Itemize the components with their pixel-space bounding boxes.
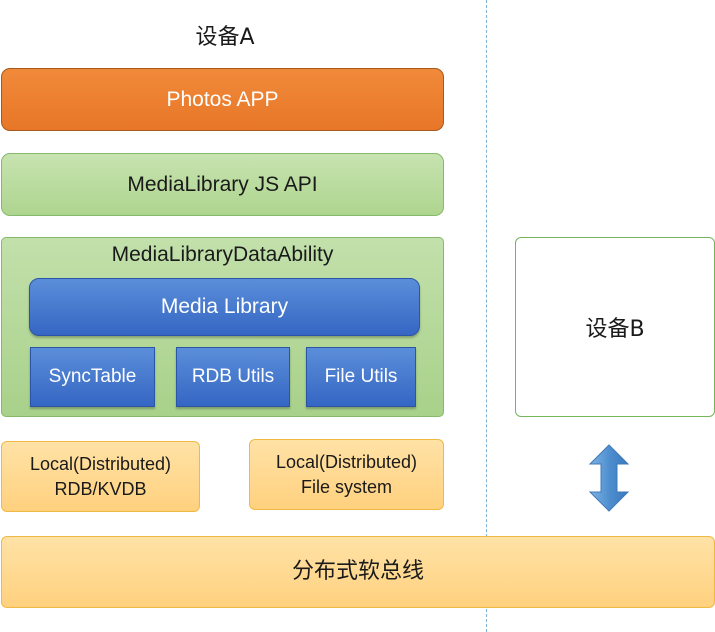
data-ability-title: MediaLibraryDataAbility (111, 243, 334, 266)
rdb-storage-line1: Local(Distributed) (29, 454, 172, 475)
rdb-kvdb-storage: Local(Distributed) RDB/KVDB (1, 441, 200, 512)
photos-app-layer: Photos APP (1, 68, 444, 131)
device-b-box: 设备B (515, 237, 715, 417)
rdb-storage-line2: RDB/KVDB (54, 478, 147, 499)
medialibrary-js-api-layer: MediaLibrary JS API (1, 153, 444, 216)
device-b-title: 设备B (585, 317, 645, 342)
distributed-soft-bus: 分布式软总线 (1, 536, 715, 608)
device-divider (486, 0, 487, 632)
file-storage-line2: File system (300, 476, 392, 497)
double-vertical-arrow-icon (588, 444, 630, 512)
file-utils-module: File Utils (306, 347, 416, 407)
sync-table-module: SyncTable (30, 347, 155, 407)
file-system-storage: Local(Distributed) File system (249, 439, 444, 510)
rdb-utils-module: RDB Utils (176, 347, 290, 407)
file-storage-line1: Local(Distributed) (275, 452, 418, 473)
media-library-module: Media Library (29, 278, 420, 336)
device-a-title: 设备A (195, 25, 255, 50)
